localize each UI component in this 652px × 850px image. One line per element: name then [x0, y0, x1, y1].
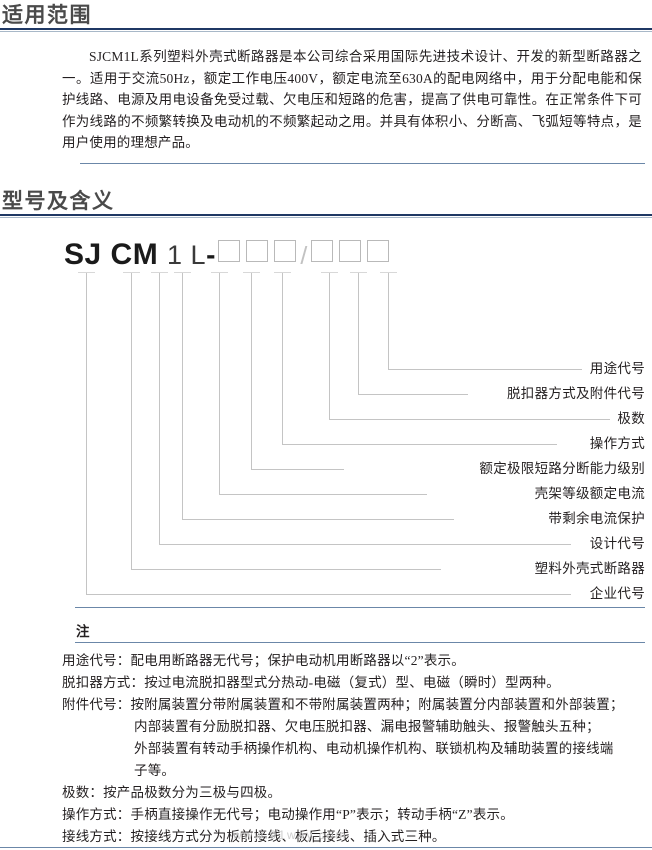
section-header-scope: 适用范围 [0, 2, 652, 33]
leader-label-breaking-capacity: 额定极限短路分断能力级别 [479, 461, 645, 476]
leader-vline [251, 273, 252, 469]
page-title-scope: 适用范围 [2, 3, 92, 27]
note-line: 内部装置有分励脱扣器、欠电压脱扣器、漏电报警辅助触头、报警触头五种； [134, 719, 600, 734]
notes-top-rule [75, 607, 645, 608]
model-code-dash: - [206, 239, 216, 270]
site-watermark: www.91way.com [233, 828, 348, 842]
leader-vline [86, 273, 87, 594]
notes-list: 用途代号：配电用断路器无代号；保护电动机用断路器以“2”表示。 脱扣器方式：按过… [62, 650, 647, 848]
scope-paragraph-text: SJCM1L系列塑料外壳式断路器是本公司综合采用国际先进技术设计、开发的新型断路… [62, 49, 642, 150]
leader-hline [182, 519, 454, 520]
note-line: 极数：按产品极数分为三极与四极。 [62, 785, 282, 800]
scope-bottom-rule [80, 163, 645, 164]
leader-hline [282, 444, 557, 445]
leader-hline [251, 469, 344, 470]
leader-hline [329, 419, 610, 420]
model-code-box [246, 240, 269, 262]
note-line: 附件代号：按附属装置分带附属装置和不带附属装置两种；附属装置分内部装置和外部装置… [62, 697, 624, 712]
heading-double-rule-2 [0, 214, 652, 219]
leader-label-operation-mode: 操作方式 [589, 436, 645, 451]
leader-tick-cap [380, 272, 397, 273]
heading-rule-light-2 [0, 217, 652, 218]
leader-label-frame-rated-current: 壳架等级额定电流 [534, 486, 645, 501]
heading-rule-light [0, 31, 652, 32]
heading-rule-navy [0, 28, 652, 30]
model-code-prefix-bold: SJ CM [64, 238, 159, 271]
leader-vline [358, 273, 359, 394]
model-code-slash: / [300, 242, 308, 270]
note-line: 操作方式：手柄直接操作无代号；电动操作用“P”表示；转动手柄“Z”表示。 [62, 807, 514, 822]
note-line: 外部装置有转动手柄操作机构、电动机操作机构、联锁机构及辅助装置的接线端 [134, 741, 614, 756]
leader-label-enterprise-code: 企业代号 [589, 586, 645, 601]
leader-label-design-code: 设计代号 [589, 536, 645, 551]
leader-tick-cap [243, 272, 260, 273]
leader-tick-cap [211, 272, 228, 273]
scope-paragraph: SJCM1L系列塑料外壳式断路器是本公司综合采用国际先进技术设计、开发的新型断路… [62, 46, 642, 154]
leader-vline [219, 273, 220, 494]
leader-tick-cap [274, 272, 291, 273]
leader-tick-cap [174, 272, 191, 273]
leader-tick-cap [321, 272, 338, 273]
leader-label-moulded-case: 塑料外壳式断路器 [534, 561, 645, 576]
leader-tick-cap [78, 272, 95, 273]
leader-vline [329, 273, 330, 419]
heading-rule-navy-2 [0, 214, 652, 216]
model-code-box [339, 240, 362, 262]
leader-tick-cap [350, 272, 367, 273]
model-code-prefix-light: 1 L [167, 240, 207, 270]
leader-label-trip-accessory-code: 脱扣器方式及附件代号 [507, 386, 645, 401]
leader-vline [282, 273, 283, 444]
heading-double-rule [0, 28, 652, 33]
leader-vline [182, 273, 183, 519]
leader-tick-cap [123, 272, 140, 273]
note-line: 脱扣器方式：按过电流脱扣器型式分热动-电磁（复式）型、电磁（瞬时）型两种。 [62, 675, 560, 690]
note-line: 用途代号：配电用断路器无代号；保护电动机用断路器以“2”表示。 [62, 653, 465, 668]
note-line: 接线方式：按接线方式分为板前接线、板后接线、插入式三种。 [62, 829, 446, 844]
leader-hline [131, 569, 441, 570]
model-code-box [274, 240, 297, 262]
notes-divider-rule [75, 642, 645, 643]
leader-tick-cap [151, 272, 168, 273]
leader-vline [159, 273, 160, 544]
leader-label-purpose-code: 用途代号 [589, 361, 645, 376]
leader-hline [219, 494, 427, 495]
leader-hline [388, 369, 582, 370]
model-code-box [311, 240, 334, 262]
note-line: 子等。 [134, 763, 176, 778]
leader-vline [131, 273, 132, 569]
model-code-designation: SJ CM 1 L- / [64, 240, 392, 270]
model-code-box [218, 240, 241, 262]
leader-label-residual-protection: 带剩余电流保护 [548, 511, 645, 526]
notes-title: 注 [76, 624, 90, 639]
leader-hline [358, 394, 468, 395]
model-code-box [367, 240, 390, 262]
leader-label-pole-number: 极数 [617, 411, 645, 426]
leader-hline [159, 544, 571, 545]
page-title-model: 型号及含义 [2, 189, 115, 213]
leader-hline [86, 594, 571, 595]
leader-vline [388, 273, 389, 369]
section-header-model: 型号及含义 [0, 188, 652, 219]
page-bottom-rule [0, 847, 652, 848]
